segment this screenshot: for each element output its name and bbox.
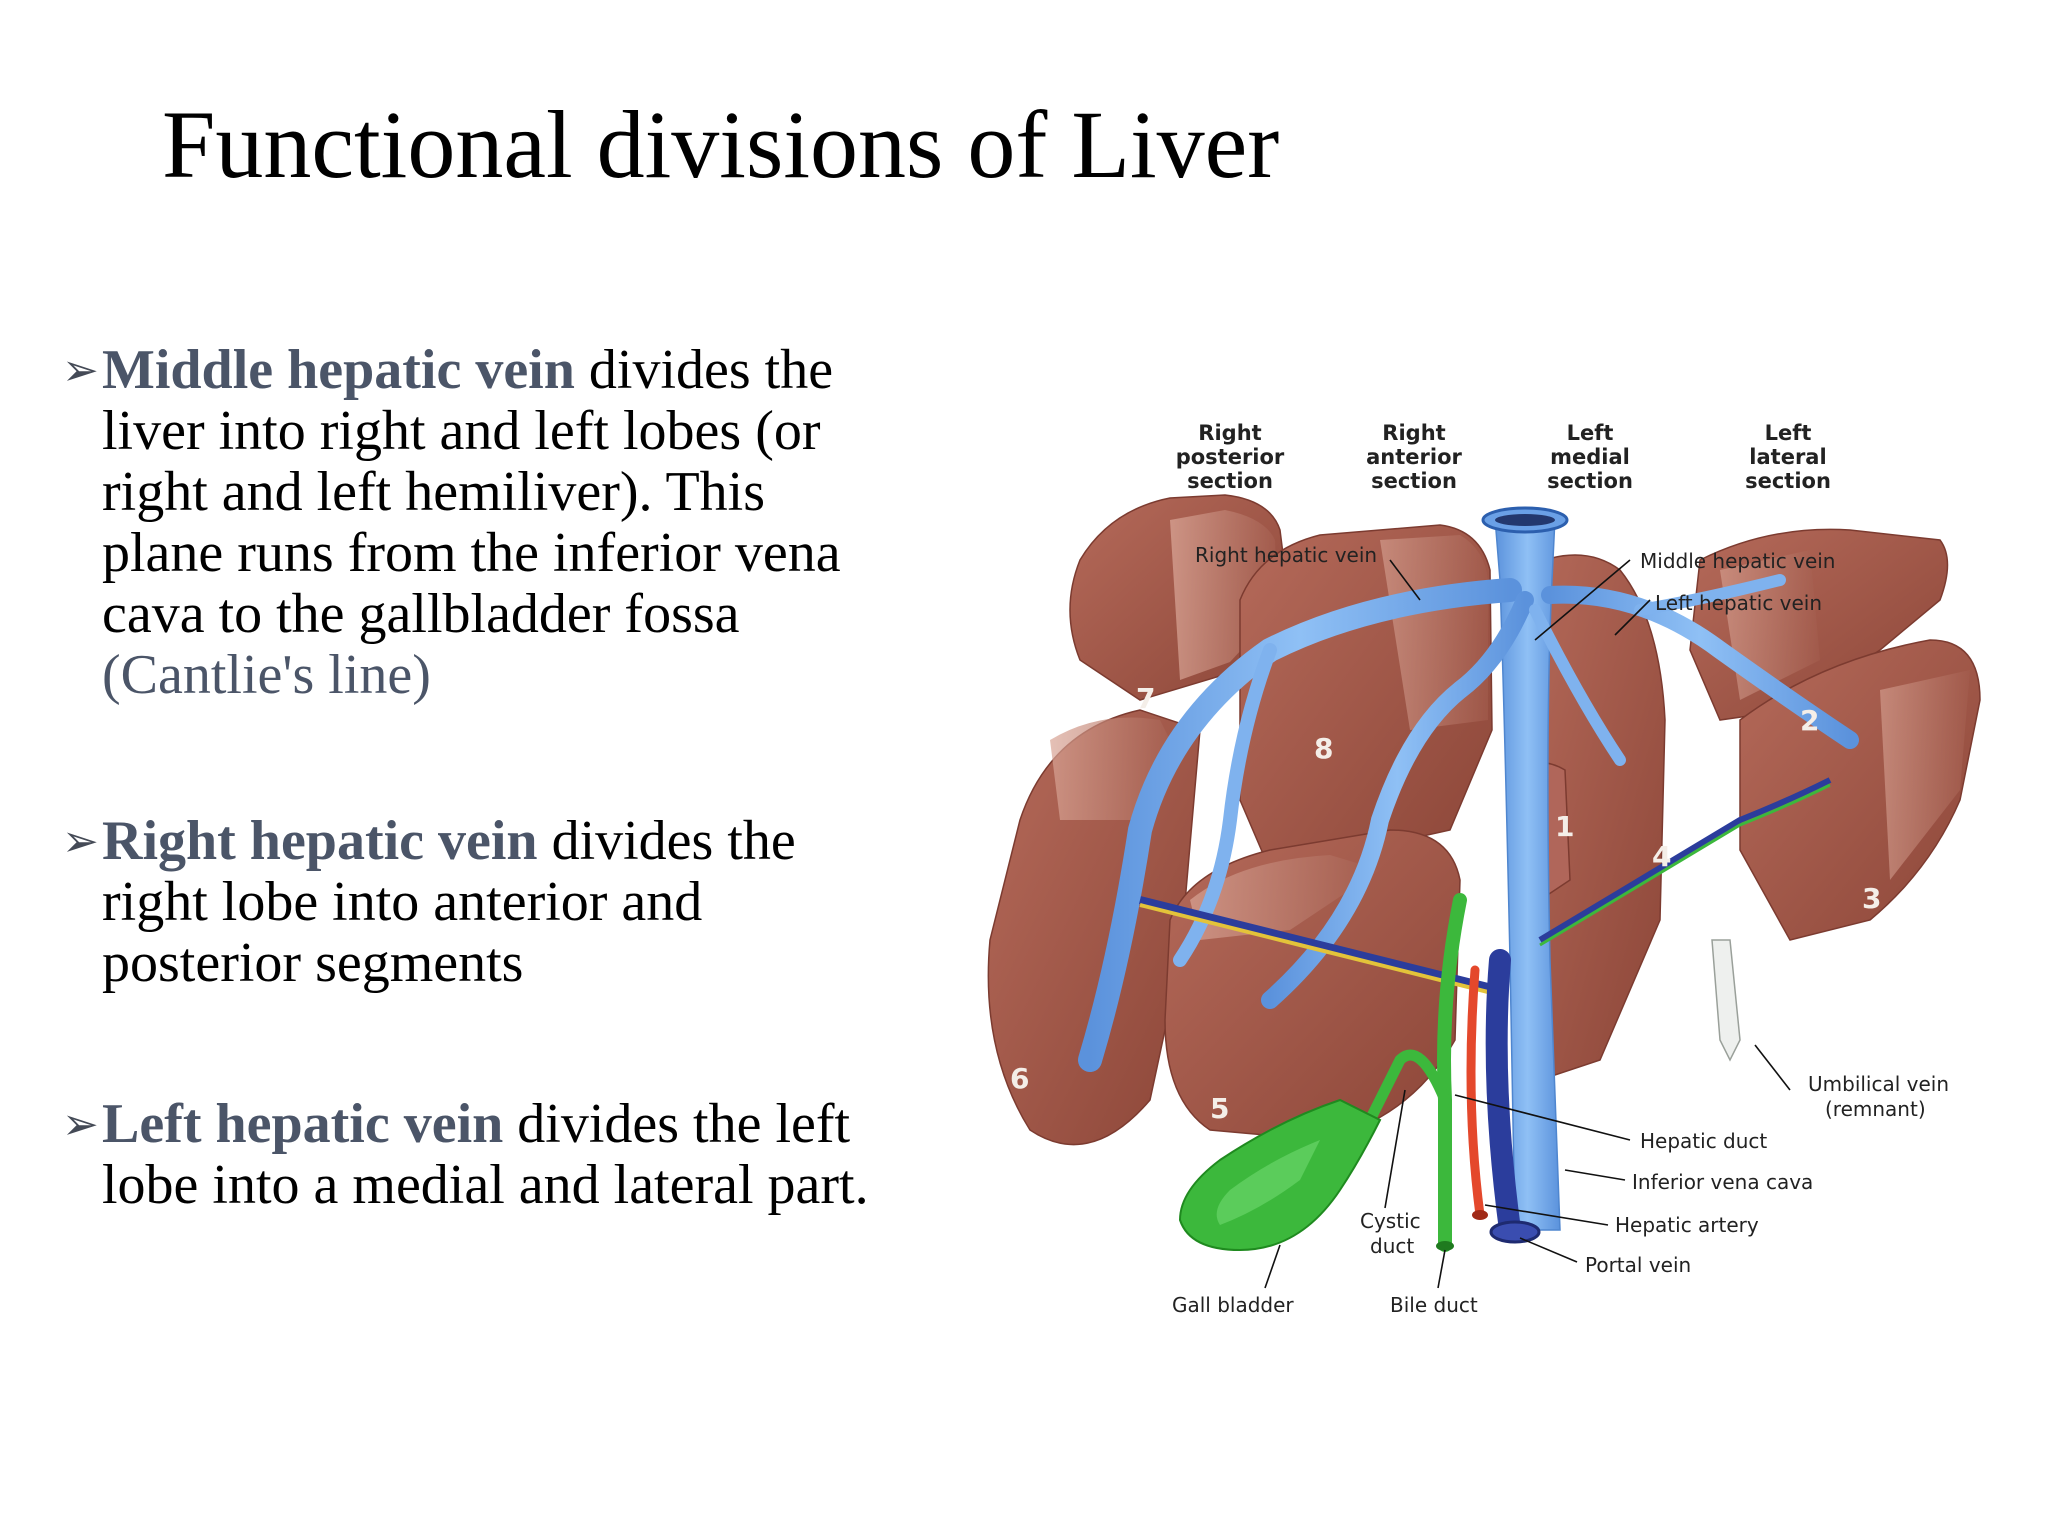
label-umbilical-vein-line1: Umbilical vein <box>1808 1072 1949 1096</box>
label-gall-bladder: Gall bladder <box>1172 1293 1294 1317</box>
bile-duct-opening <box>1436 1241 1454 1251</box>
leader-hepatic-duct <box>1454 1094 1631 1141</box>
liver-diagram: Right posterior section Right anterior s… <box>940 400 2020 1340</box>
label-inferior-vena-cava: Inferior vena cava <box>1632 1170 1813 1194</box>
bullet-right-hepatic-vein: ➢ Right hepatic vein divides the right l… <box>62 811 872 994</box>
left-hepatic-vein-branch <box>1634 574 1786 616</box>
segment-number-5: 5 <box>1210 1092 1229 1125</box>
bullet-extra: (Cantlie's line) <box>102 644 431 706</box>
slide-title: Functional divisions of Liver <box>162 91 1280 198</box>
label-bile-duct: Bile duct <box>1390 1293 1478 1317</box>
label-portal-vein: Portal vein <box>1585 1253 1691 1277</box>
bile-duct-shape <box>1437 893 1467 1252</box>
inferior-vena-cava-shape <box>1494 517 1561 1231</box>
bullet-middle-hepatic-vein: ➢ Middle hepatic vein divides the liver … <box>62 340 872 706</box>
bullet-text: divides the liver into right and left lo… <box>102 339 841 645</box>
label-cystic-duct-line2: duct <box>1370 1234 1414 1258</box>
segment-number-1: 1 <box>1555 810 1574 843</box>
leader-hepatic-artery <box>1484 1204 1609 1226</box>
umbilical-vein-remnant-shape <box>1711 939 1741 1062</box>
bullet-text: divides the left lobe into a medial and … <box>102 1093 869 1216</box>
bullet-left-hepatic-vein: ➢ Left hepatic vein divides the left lob… <box>62 1094 872 1216</box>
segment-number-6: 6 <box>1010 1062 1029 1095</box>
segment-number-2: 2 <box>1800 704 1819 737</box>
section-header-left-lateral-line1: Left <box>1765 421 1812 445</box>
hepatic-artery-opening <box>1472 1210 1488 1220</box>
portal-triad-left-branch-green <box>1539 783 1831 947</box>
leader-inferior-vena-cava <box>1564 1169 1626 1181</box>
structure-labels: Right hepatic vein Middle hepatic vein L… <box>1172 543 1949 1317</box>
arrow-bullet-icon: ➢ <box>62 1099 99 1150</box>
leader-cystic-duct <box>1384 1089 1406 1209</box>
label-left-hepatic-vein: Left hepatic vein <box>1655 591 1822 615</box>
leader-bile-duct <box>1437 1249 1446 1289</box>
bullet-highlight: Left hepatic vein <box>102 1093 504 1155</box>
hepatic-veins <box>1078 506 1859 1231</box>
leader-gall-bladder <box>1264 1244 1281 1289</box>
label-right-hepatic-vein: Right hepatic vein <box>1195 543 1377 567</box>
leader-portal-vein <box>1519 1237 1578 1263</box>
section-header-right-anterior-line3: section <box>1371 469 1457 493</box>
gall-bladder-highlight <box>1216 1140 1320 1225</box>
label-hepatic-duct: Hepatic duct <box>1640 1129 1767 1153</box>
section-header-left-lateral-line2: lateral <box>1749 445 1826 469</box>
bullet-text: divides the right lobe into anterior and… <box>102 810 796 994</box>
liver-segment-4-shape <box>1519 554 1666 1082</box>
label-umbilical-vein-line2: (remnant) <box>1825 1097 1926 1121</box>
segment-number-7: 7 <box>1136 682 1155 715</box>
section-header-left-medial-line1: Left <box>1567 421 1614 445</box>
bullet-highlight: Middle hepatic vein <box>102 339 575 401</box>
liver-segment-3-face <box>1880 670 1970 880</box>
leader-umbilical-vein <box>1754 1044 1791 1091</box>
segment-number-4: 4 <box>1652 840 1671 873</box>
section-headers: Right posterior section Right anterior s… <box>1176 421 1831 493</box>
hepatic-artery-shape <box>1466 965 1485 1220</box>
inferior-vena-cava-opening <box>1495 514 1555 526</box>
section-header-right-anterior-line1: Right <box>1382 421 1445 445</box>
section-header-right-posterior-line1: Right <box>1198 421 1261 445</box>
arrow-bullet-icon: ➢ <box>62 345 99 396</box>
bullet-highlight: Right hepatic vein <box>102 810 538 872</box>
label-middle-hepatic-vein: Middle hepatic vein <box>1640 549 1835 573</box>
section-header-left-medial-line3: section <box>1547 469 1633 493</box>
middle-hepatic-vein-shape <box>1261 591 1534 1009</box>
liver-segment-5-face <box>1190 855 1380 940</box>
left-hepatic-vein-shape <box>1541 585 1859 749</box>
leader-right-hepatic-vein <box>1389 559 1421 601</box>
section-header-left-medial-line2: medial <box>1550 445 1630 469</box>
right-hepatic-vein-shape <box>1078 578 1522 1072</box>
arrow-bullet-icon: ➢ <box>62 816 99 867</box>
portal-triad-left-branch <box>1538 777 1832 943</box>
section-header-right-anterior-line2: anterior <box>1366 445 1462 469</box>
liver-diagram-svg: Right posterior section Right anterior s… <box>987 421 1981 1317</box>
segment-numbers: 1 2 3 4 5 6 7 8 <box>1010 682 1881 1125</box>
segment-number-3: 3 <box>1862 882 1881 915</box>
leader-middle-hepatic-vein <box>1534 559 1631 641</box>
portal-structures <box>1139 777 1832 1252</box>
portal-triad-right-branch <box>1139 896 1501 994</box>
leader-left-hepatic-vein <box>1614 599 1651 636</box>
bullet-list: ➢ Middle hepatic vein divides the liver … <box>62 340 872 1216</box>
section-header-right-posterior-line2: posterior <box>1176 445 1285 469</box>
label-cystic-duct-line1: Cystic <box>1360 1209 1421 1233</box>
leader-lines <box>1264 559 1791 1289</box>
portal-triad-right-branch-yellow <box>1139 903 1501 997</box>
label-hepatic-artery: Hepatic artery <box>1615 1213 1759 1237</box>
portal-vein-opening <box>1489 1220 1541 1244</box>
section-header-left-lateral-line3: section <box>1745 469 1831 493</box>
segment-number-8: 8 <box>1314 732 1333 765</box>
portal-vein-shape <box>1485 949 1521 1241</box>
section-header-right-posterior-line3: section <box>1187 469 1273 493</box>
